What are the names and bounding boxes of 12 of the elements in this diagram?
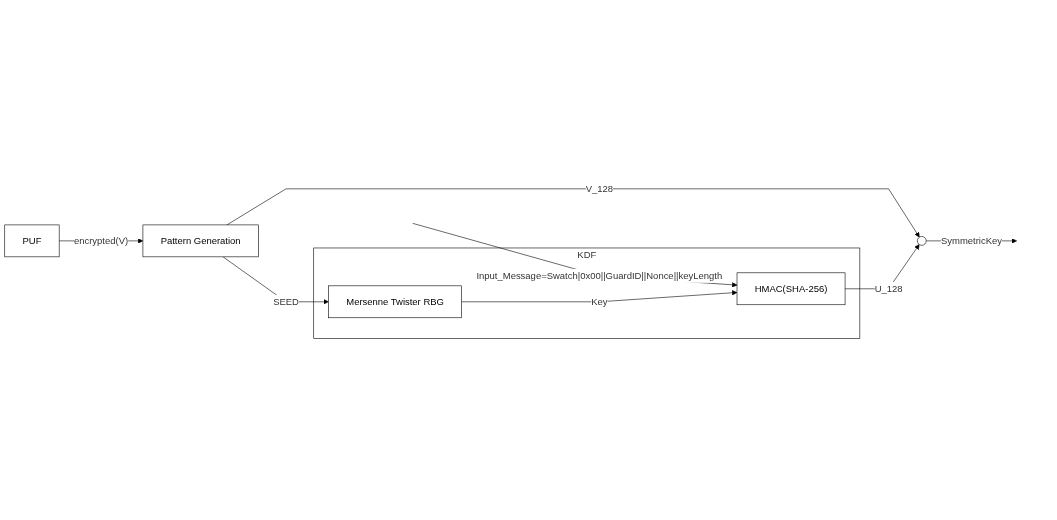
edge-label: Key bbox=[591, 296, 608, 307]
edge-label: SymmetricKey bbox=[940, 235, 1002, 246]
edge-label: encrypted(V) bbox=[73, 235, 129, 246]
node-box: PUF bbox=[4, 224, 60, 258]
node-box: HMAC(SHA-256) bbox=[736, 272, 846, 305]
node-circle bbox=[917, 236, 927, 246]
edge-label: V_128 bbox=[585, 183, 614, 194]
node-box: Pattern Generation bbox=[142, 224, 259, 258]
edge-label: U_128 bbox=[874, 283, 903, 294]
node-box: Mersenne Twister RBG bbox=[328, 285, 462, 318]
edge-label: SEED bbox=[273, 296, 299, 307]
edge-label: Input_Message=Swatch|0x00||GuardID||Nonce||keyLength bbox=[476, 270, 723, 281]
